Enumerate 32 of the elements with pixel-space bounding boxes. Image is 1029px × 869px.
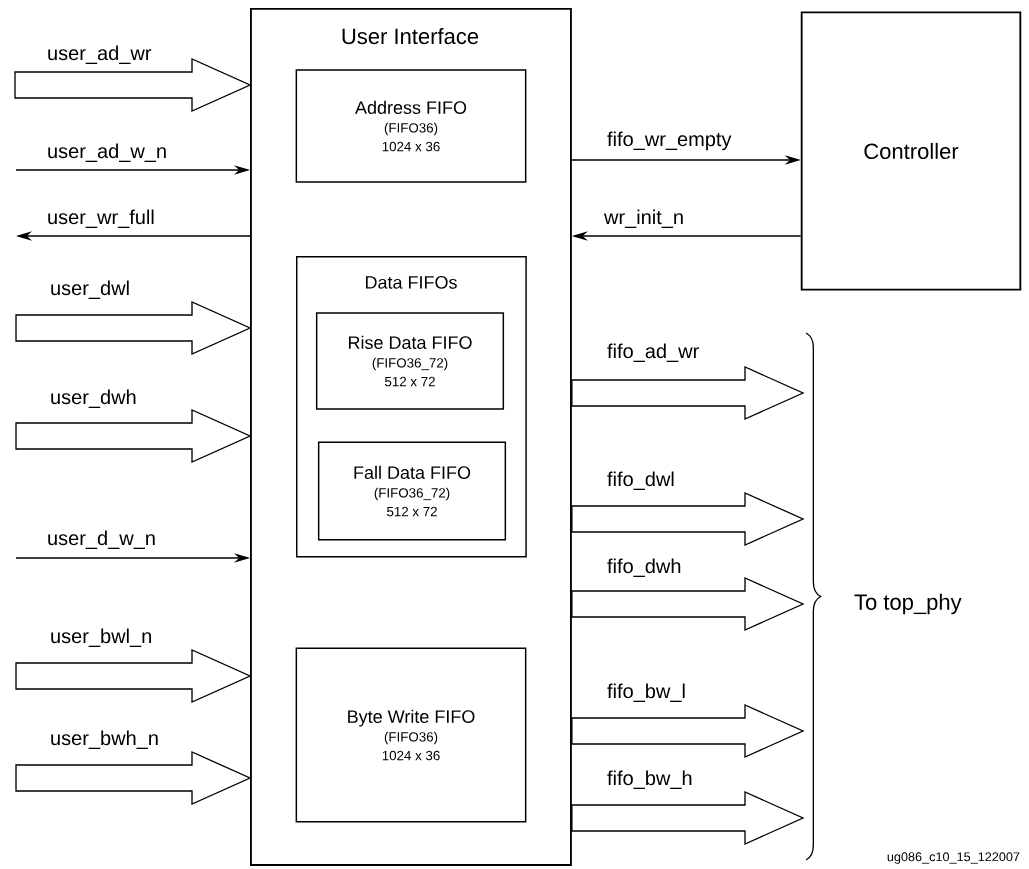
edge-label: user_dwl xyxy=(48,279,132,301)
figure-id: ug086_c10_15_122007 xyxy=(887,852,1020,864)
edge-label: fifo_wr_empty xyxy=(605,130,733,152)
controller-box: Controller xyxy=(800,11,1022,291)
fifo-box: Rise Data FIFO (FIFO36_72) 512 x 72 xyxy=(315,312,505,410)
edge-label: fifo_dwl xyxy=(605,470,677,492)
edge-label: user_d_w_n xyxy=(45,529,158,551)
edge-label: fifo_bw_l xyxy=(605,682,688,704)
edge-label: user_bwl_n xyxy=(48,627,154,649)
edge-label: fifo_dwh xyxy=(605,557,683,579)
bus-arrow xyxy=(15,751,252,806)
edge-label: fifo_bw_h xyxy=(605,769,694,791)
bus-arrow xyxy=(14,58,252,113)
edge-label: user_bwh_n xyxy=(48,729,161,751)
edge-label: user_ad_w_n xyxy=(45,142,169,164)
edge-label: user_wr_full xyxy=(45,208,157,230)
bus-arrow xyxy=(15,649,252,704)
bus-arrow xyxy=(571,791,805,846)
bus-arrow xyxy=(15,301,252,356)
fifo-box: Byte Write FIFO (FIFO36) 1024 x 36 xyxy=(295,647,527,823)
edge-label: fifo_ad_wr xyxy=(605,342,701,364)
fifo-box: Fall Data FIFO (FIFO36_72) 512 x 72 xyxy=(317,441,507,541)
fifo-box: Address FIFO (FIFO36) 1024 x 36 xyxy=(295,69,527,183)
note-text: To top_phy xyxy=(854,593,962,615)
bus-arrow xyxy=(571,492,805,547)
bus-arrow xyxy=(15,409,252,464)
edge-label: wr_init_n xyxy=(602,208,686,230)
bus-arrow xyxy=(571,577,805,632)
edge-label: user_ad_wr xyxy=(45,44,153,66)
bus-arrow xyxy=(571,366,805,421)
edge-label: user_dwh xyxy=(48,388,139,410)
bus-arrow xyxy=(571,704,805,759)
